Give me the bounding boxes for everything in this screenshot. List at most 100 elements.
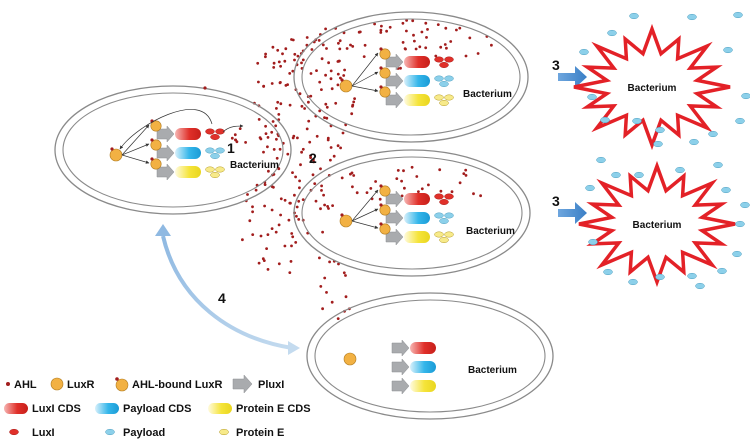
payload-molecule bbox=[695, 282, 705, 290]
pluxi-promoter bbox=[385, 209, 404, 227]
ahl-molecule bbox=[257, 80, 260, 84]
pluxi-promoter bbox=[156, 163, 175, 181]
ahl-molecule bbox=[332, 154, 336, 158]
ahl-molecule bbox=[271, 120, 275, 123]
ahl-molecule bbox=[472, 192, 475, 196]
legend-pluxi-swatch bbox=[232, 374, 253, 394]
ahl-molecule bbox=[276, 48, 280, 52]
ahl-bound-luxr bbox=[379, 67, 391, 79]
payload-molecule bbox=[740, 201, 750, 209]
ahl-molecule bbox=[415, 175, 419, 178]
ahl-molecule bbox=[388, 25, 392, 29]
ahl-molecule bbox=[264, 55, 267, 59]
protein-e-cds bbox=[404, 231, 430, 243]
ahl-molecule bbox=[311, 173, 315, 177]
gene-circuit-cell-4 bbox=[343, 339, 436, 395]
luxr-protein bbox=[343, 352, 357, 366]
ahl-diffusion-cloud bbox=[230, 19, 493, 320]
ahl-molecule bbox=[329, 146, 333, 149]
ahl-molecule bbox=[350, 112, 354, 116]
ahl-molecule bbox=[289, 201, 292, 205]
ahl-molecule bbox=[321, 307, 324, 311]
ahl-molecule bbox=[319, 207, 322, 211]
ahl-molecule bbox=[263, 204, 266, 208]
ahl-molecule bbox=[309, 72, 313, 75]
ahl-bound-luxr bbox=[150, 158, 162, 170]
ahl-molecule bbox=[380, 24, 383, 28]
ahl-molecule bbox=[288, 103, 292, 107]
payload-molecule bbox=[653, 140, 663, 148]
ahl-molecule bbox=[334, 101, 338, 105]
payload-protein bbox=[210, 153, 220, 159]
ahl-molecule bbox=[395, 177, 399, 181]
activation-arrow bbox=[121, 143, 150, 156]
ahl-molecule bbox=[378, 197, 382, 201]
ahl-molecule bbox=[241, 238, 244, 242]
ahl-molecule bbox=[293, 52, 297, 56]
ahl-molecule bbox=[264, 132, 268, 136]
payload-molecule bbox=[741, 92, 750, 100]
legend-payload-label: Payload bbox=[123, 427, 165, 439]
ahl-molecule bbox=[318, 109, 322, 113]
ahl-molecule bbox=[331, 204, 334, 208]
ahl-molecule bbox=[324, 27, 327, 31]
ahl-molecule bbox=[308, 140, 312, 144]
released-payload-cloud bbox=[579, 11, 750, 290]
ahl-molecule bbox=[233, 133, 237, 137]
ahl-molecule bbox=[458, 26, 462, 30]
ahl-molecule bbox=[298, 92, 302, 96]
protein-e-protein bbox=[215, 166, 225, 173]
ahl-molecule bbox=[369, 187, 373, 190]
luxi-protein bbox=[439, 62, 449, 68]
regrowth-curved-arrow bbox=[155, 224, 300, 355]
ahl-molecule bbox=[325, 116, 329, 120]
ahl-molecule bbox=[274, 230, 278, 234]
pluxi-promoter bbox=[156, 125, 175, 143]
ahl-bound-luxr bbox=[379, 223, 391, 235]
payload-molecule bbox=[675, 166, 685, 174]
ahl-molecule bbox=[320, 189, 323, 192]
ahl-molecule bbox=[379, 47, 383, 51]
payload-molecule bbox=[632, 117, 642, 125]
pluxi-promoter bbox=[385, 228, 404, 246]
ahl-molecule bbox=[479, 194, 482, 198]
ahl-molecule bbox=[400, 194, 404, 198]
ahl-molecule bbox=[293, 58, 296, 62]
ahl-molecule bbox=[278, 147, 282, 151]
ahl-molecule bbox=[427, 183, 430, 187]
ahl-molecule bbox=[271, 45, 275, 49]
ahl-molecule bbox=[439, 45, 443, 49]
payload-cds bbox=[404, 75, 430, 87]
ahl-molecule bbox=[345, 47, 349, 50]
payload-molecule bbox=[735, 117, 745, 125]
ahl-molecule bbox=[343, 68, 346, 72]
payload-protein bbox=[434, 75, 444, 82]
ahl-molecule bbox=[328, 260, 331, 264]
payload-molecule bbox=[708, 130, 718, 138]
ahl-molecule bbox=[295, 214, 298, 218]
ahl-molecule bbox=[266, 145, 269, 149]
ahl-molecule bbox=[340, 176, 344, 180]
bacterium-cell-2 bbox=[293, 11, 529, 143]
ahl-molecule bbox=[301, 198, 305, 202]
ahl-molecule bbox=[411, 19, 415, 23]
ahl-molecule bbox=[401, 41, 405, 44]
ahl-bound-luxr bbox=[150, 139, 162, 151]
payload-molecule bbox=[596, 156, 606, 164]
step-4-label: 4 bbox=[218, 290, 226, 306]
ahl-molecule bbox=[276, 100, 280, 104]
ahl-molecule bbox=[318, 256, 321, 260]
legend-ahl-bound-luxr-label: AHL-bound LuxR bbox=[132, 379, 222, 391]
ahl-molecule bbox=[455, 28, 458, 32]
legend-ahl-swatch bbox=[6, 382, 10, 386]
luxi-protein bbox=[434, 193, 444, 200]
ahl-molecule bbox=[317, 39, 321, 42]
ahl-molecule bbox=[344, 274, 347, 277]
ahl-molecule bbox=[340, 78, 344, 82]
ahl-molecule bbox=[450, 190, 454, 194]
ahl-molecule bbox=[374, 180, 377, 183]
ahl-molecule bbox=[402, 169, 405, 173]
ahl-molecule bbox=[426, 28, 429, 31]
ahl-molecule bbox=[275, 107, 278, 110]
ahl-molecule bbox=[420, 187, 424, 191]
